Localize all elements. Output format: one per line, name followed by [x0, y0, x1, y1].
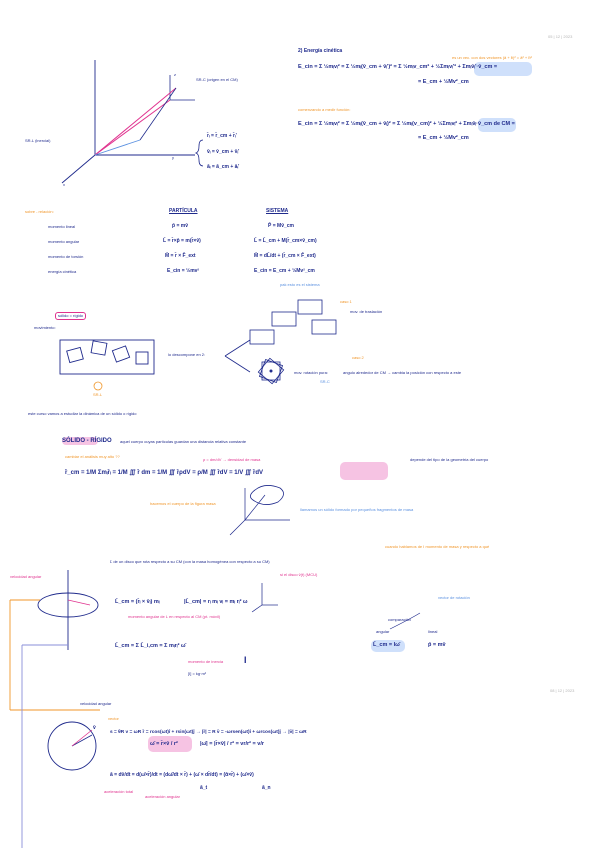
col-particle: PARTÍCULA: [169, 208, 198, 214]
vector-label: vector: [108, 716, 119, 721]
row-1-particle: L̄ = r̄×p̄ = m(r̄×v̄): [163, 238, 201, 244]
linear-col: lineal: [428, 629, 438, 634]
kin-eq-line1: s = θR v = ωR r̄ = rcos(ωt)î + rsin(ωt)ĵ…: [110, 730, 307, 735]
rigid-label: sólido = rígido: [55, 312, 87, 320]
eq-L-mag: |L̄_cm| = rᵢ mᵢ vᵢ = mᵢ rᵢ² ω: [184, 599, 248, 605]
eq-L: L̄_cm = (r̄ᵢ × v̄ᵢ) mᵢ: [115, 599, 160, 605]
rel-r: r̄ᵢ = r̄_cm + r̄ᵢ': [207, 133, 237, 139]
highlight-Lcm: [371, 640, 405, 652]
angular-col: angular: [376, 629, 390, 634]
density-right: depende del tipo de la geometría del cue…: [410, 457, 489, 462]
highlight-solid-result: [340, 462, 388, 480]
solid-note-bl: hacemos el cuerpo de la figura masa: [150, 501, 216, 506]
table-note: pak esto es el sistema: [280, 282, 320, 287]
row-2-system: M̄ = dL̄/dt + (r̄_cm × F̄_ext): [254, 253, 316, 259]
row-0-system: P̄ = Mv̄_cm: [268, 223, 294, 229]
highlight-kinetic-term: [474, 62, 532, 76]
linear-eq: p̄ = mv̄: [428, 642, 446, 648]
density-note: ρ = dm/dV → densidad de masa: [203, 457, 261, 462]
velocity-note: si el disco v̄(t) (MCU): [280, 572, 318, 577]
kinetic-eq1-result: = E_cm + ½Mv²_cm: [418, 79, 469, 85]
label-an: ā_n: [262, 785, 271, 791]
inertia-label: momento de inercia: [188, 659, 224, 664]
accel-angular-label: aceleración angular: [145, 794, 180, 799]
solid-eq: r̄_cm = 1/M Σmᵢr̄ᵢ = 1/M ∭ r̄ dm = 1/M ∭…: [65, 470, 263, 476]
solid-heading: SÓLIDO - RÍGIDO: [62, 438, 112, 444]
right-side-note: vector de rotación: [438, 595, 470, 600]
accel-total-label: aceleración total: [104, 789, 134, 794]
src-label: SR-C (origen en el CM): [196, 77, 238, 82]
label-v: v̄: [93, 725, 96, 731]
axis-z: z: [174, 72, 176, 77]
inertia-units: [I] = kg·m²: [188, 671, 207, 676]
row-2-particle: M̄ = r̄ × F̄_ext: [165, 253, 196, 259]
rotation-desc: angulo alrededor de CM → cambia la posic…: [343, 370, 462, 375]
angular-eq: L̄_cm = Iω̄: [373, 642, 400, 648]
case2-label: caso 2: [352, 355, 364, 360]
row-3-particle: E_cin = ½mv²: [167, 268, 200, 274]
row-0-particle: p̄ = mv̄: [172, 223, 188, 229]
srl-small: SR-L: [93, 392, 103, 397]
rel-a: āᵢ = ā_cm + āᵢ': [207, 164, 240, 170]
kinetic-eq1-note: es un vec. con dos vectores (ā + b̄)² = …: [452, 55, 532, 60]
date-top: 05 | 12 | 2023: [548, 34, 573, 39]
decompose-label: lo descompone en 2:: [168, 352, 206, 357]
disc-angular-label: L̄ de un disco que rota respecto a su CM…: [110, 559, 270, 564]
table-left-title: sobre - relación:: [25, 209, 54, 214]
solid-note1: cambiar el análisis muy alto ??: [65, 454, 120, 459]
angular-velocity-label: velocidad angular: [80, 701, 112, 706]
row-2-name: momento de torsión: [48, 254, 84, 259]
srl-label: SR-L (inercial): [25, 138, 51, 143]
kinetic-eq2-result: = E_cm + ½Mv²_cm: [418, 135, 469, 141]
translation-label: mov. de traslación: [350, 309, 383, 314]
kinetic-heading: 2) Energía cinética: [298, 48, 343, 54]
axis-y: y: [172, 155, 174, 160]
row-1-system: L̄ = L̄_cm + M(r̄_cm×v̄_cm): [254, 238, 317, 244]
eq-L-sum: L̄_cm = Σ L̄_i,cm = Σ mᵢrᵢ² ω̄: [115, 643, 186, 649]
date-bottom: 08 | 12 | 2023: [550, 688, 575, 693]
highlight-omega: [148, 736, 192, 752]
bottom-note: este curso vamos a estudiar la dinámica …: [28, 411, 137, 416]
momentum-note: momento angular de L en respecto al CM (…: [128, 614, 221, 619]
highlight-kinetic-term-2: [478, 118, 516, 132]
case1-label: caso 1: [340, 299, 352, 304]
row-3-system: E_cin = E_cm + ½Mv²_cm: [254, 268, 315, 274]
compare-title: comparación: [388, 617, 411, 622]
highlight-solid-heading: [62, 437, 98, 445]
col-system: SISTEMA: [266, 208, 289, 214]
rel-v: v̄ᵢ = v̄_cm + v̄ᵢ': [207, 149, 240, 155]
left-side-note: velocidad angular: [10, 574, 42, 579]
row-0-name: momento lineal: [48, 224, 76, 229]
kin-eq-omega: ω̄ = r̄×v̄ / r²: [150, 741, 178, 747]
kin-eq-accel: ā = dv̄/dt = d(ω̄×r̄)/dt = (dω̄/dt × r̄)…: [110, 772, 254, 778]
rotation-pure-label: mov. rotación pura:: [294, 370, 328, 375]
kinetic-eq2: E_cin = Σ ½mᵢvᵢ² = Σ ½mᵢ(v̄_cm + v̄ᵢ)² =…: [298, 121, 515, 127]
inertia-symbol: I: [244, 655, 247, 665]
src-small: SR-C: [320, 379, 330, 384]
row-3-name: energía cinética: [48, 269, 77, 274]
inertia-note: cuando hablamos de I momento de masa y r…: [385, 544, 490, 549]
movement-label: movimiento:: [34, 325, 56, 330]
axis-x: x: [63, 182, 65, 187]
kinetic-eq1: E_cin = Σ ½mᵢvᵢ² = Σ ½mᵢ(v̄_cm + v̄ᵢ')² …: [298, 64, 498, 70]
solid-definition: aquel cuerpo cuyas partículas guardan un…: [120, 439, 247, 444]
kinetic-note2: comenzando a medir función:: [298, 107, 351, 112]
kin-eq-omega-mag: |ω̄| = |r̄×v̄| / r² = vr/r² = v/r: [200, 741, 264, 747]
label-at: ā_t: [200, 785, 208, 791]
solid-note-br: llamamos un sólido formado por pequeños …: [300, 507, 414, 512]
row-1-name: momento angular: [48, 239, 80, 244]
